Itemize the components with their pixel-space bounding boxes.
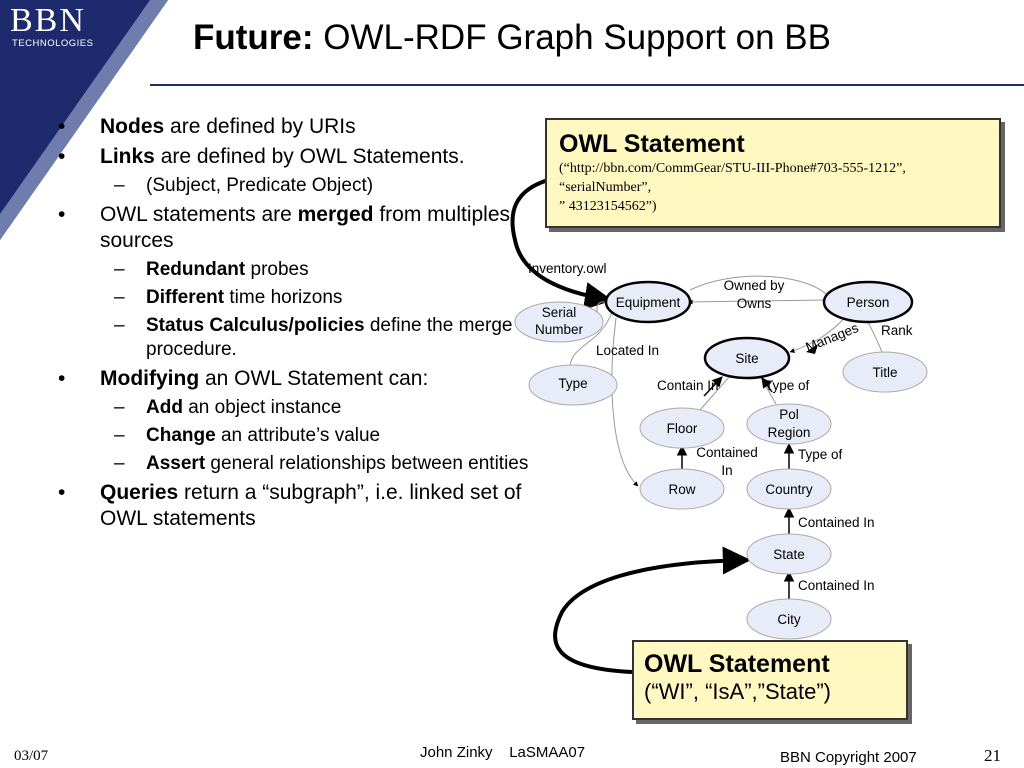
svg-text:City: City [777,612,800,627]
statement-heading: OWL Statement [559,130,745,158]
title-bold: Future: [193,18,314,57]
statement-line: “serialNumber”, [559,180,652,195]
edge-manages [789,315,847,353]
title-divider [150,84,1024,86]
node-equipment: Equipment [604,280,692,324]
edge-equipment-type [569,311,613,369]
bullet-nodes: •Nodes are defined by URIs [58,115,356,138]
bullet-links: •Links are defined by OWL Statements. [58,145,465,168]
subbullet-assert: –Assert general relationships between en… [114,453,529,474]
edge-label-type-of-1: Type of [765,378,810,393]
arrow-equipment-to-site [703,376,723,397]
footer-copyright: BBN Copyright 2007 [780,749,917,766]
edge-label-contained-in-1: Contained In [798,515,875,530]
svg-text:Person: Person [847,295,890,310]
corner-decoration [0,0,168,240]
edge-label-type-of-2: Type of [798,447,843,462]
edge-equipment-person-top [689,275,827,295]
title-rest: OWL-RDF Graph Support on BB [323,18,831,57]
arrow-typeof-site [761,377,773,393]
node-state: State [746,533,832,575]
manages-arrowhead [806,344,818,354]
svg-text:Floor: Floor [667,421,698,436]
edge-label-contained-in-row-1: Contained [696,445,758,460]
svg-text:Country: Country [765,482,813,497]
svg-text:Number: Number [535,322,584,337]
svg-text:Title: Title [872,365,897,380]
subbullet-different: –Different time horizons [114,287,343,308]
svg-text:Type: Type [558,376,587,391]
edge-label-contained-in-row-2: In [721,463,732,478]
subbullet-triple: –(Subject, Predicate Object) [114,175,374,196]
footer-author: John Zinky LaSMAA07 [420,744,586,761]
edge-owns [687,299,827,305]
edge-label-contain-in: Contain In [657,378,719,393]
statement-line: (“http://bbn.com/CommGear/STU-III-Phone#… [559,161,906,176]
edge-label-owned-by: Owned by [724,278,785,293]
subbullet-add: –Add an object instance [114,397,342,418]
node-type: Type [528,364,618,406]
inventory-label: Inventory.owl [528,261,607,276]
footer-date: 03/07 [14,748,49,764]
bullet-modifying: •Modifying an OWL Statement can: [58,367,429,390]
node-person: Person [822,280,914,324]
subbullet-change: –Change an attribute’s value [114,425,381,446]
svg-text:Serial: Serial [542,305,577,320]
bullet-merged: •OWL statements are merged from multiple… [58,203,511,252]
page-number: 21 [984,746,1001,765]
bbn-logo: BBN TECHNOLOGIES [4,4,102,56]
bullet-queries: •Queries return a “subgraph”, i.e. linke… [58,481,522,530]
statement-line: ” 43123154562”) [559,199,657,214]
node-title: Title [842,351,928,393]
node-row: Row [639,468,725,510]
node-pol-region: Pol Region [746,403,832,445]
callout-curve-bottom [553,546,751,674]
svg-text:State: State [773,547,805,562]
svg-text:Pol: Pol [779,407,799,422]
edge-label-contained-in-2: Contained In [798,578,875,593]
edge-label-owns: Owns [737,296,772,311]
node-country: Country [746,468,832,510]
node-floor: Floor [639,407,725,449]
node-serial-number: Serial Number [514,301,604,343]
subbullet-redundant: –Redundant probes [114,259,309,280]
edge-equipment-row [611,317,639,487]
svg-text:Region: Region [768,425,811,440]
node-city: City [746,598,832,640]
node-site: Site [703,336,791,380]
edge-label-manages: Manages [804,320,861,355]
statement-line: (“WI”, “IsA”,”State”) [644,679,831,704]
owl-statement-box-bottom: OWL Statement (“WI”, “IsA”,”State”) [632,640,908,720]
svg-text:Equipment: Equipment [616,295,681,310]
bullet-list: •Nodes are defined by URIs •Links are de… [58,114,538,536]
edge-site-floor [699,375,731,411]
svg-text:Site: Site [735,351,758,366]
edge-label-located-in: Located In [596,343,659,358]
owl-statement-box-top: OWL Statement (“http://bbn.com/CommGear/… [545,118,1001,228]
subbullet-status: –Status Calculus/policies define the mer… [114,315,513,360]
edge-label-rank: Rank [881,323,913,338]
svg-text:Row: Row [668,482,695,497]
statement-heading: OWL Statement [644,650,830,678]
page-title: Future: OWL-RDF Graph Support on BB [0,18,1024,58]
